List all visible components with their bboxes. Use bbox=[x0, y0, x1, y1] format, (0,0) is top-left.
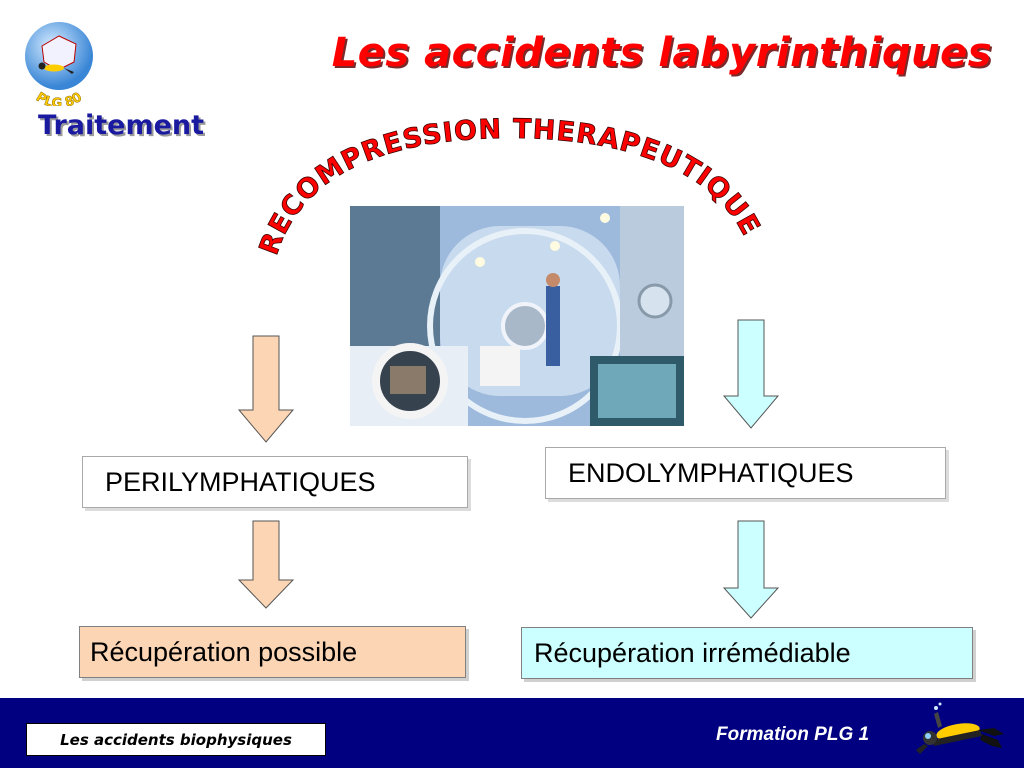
footer-formation-label: Formation PLG 1 bbox=[716, 724, 870, 745]
scuba-diver-icon bbox=[916, 702, 1004, 754]
recuperation-irremediable-box: Récupération irrémédiable bbox=[521, 627, 973, 679]
arrow-down-left-bottom bbox=[237, 520, 295, 609]
plg80-logo: PLG 80 bbox=[25, 22, 93, 106]
page-title: Les accidents labyrinthiques bbox=[331, 30, 992, 76]
arrow-down-right-top bbox=[722, 319, 780, 429]
endolymphatiques-box: ENDOLYMPHATIQUES bbox=[545, 447, 946, 499]
arrow-down-right-bottom bbox=[722, 520, 780, 619]
recuperation-possible-box: Récupération possible bbox=[79, 626, 466, 678]
perilymphatiques-box: PERILYMPHATIQUES bbox=[82, 456, 468, 508]
footer-course-label: Les accidents biophysiques bbox=[26, 723, 326, 756]
france-map-icon bbox=[41, 35, 77, 71]
svg-text:PLG 80: PLG 80 bbox=[33, 90, 85, 106]
chamber-illustration bbox=[350, 206, 684, 426]
section-subtitle: Traitement bbox=[38, 110, 205, 141]
arrow-down-left-top bbox=[237, 335, 295, 443]
logo-text: PLG 80 bbox=[33, 90, 85, 106]
diver-icon bbox=[38, 62, 74, 74]
hyperbaric-chamber-photo bbox=[350, 206, 684, 426]
